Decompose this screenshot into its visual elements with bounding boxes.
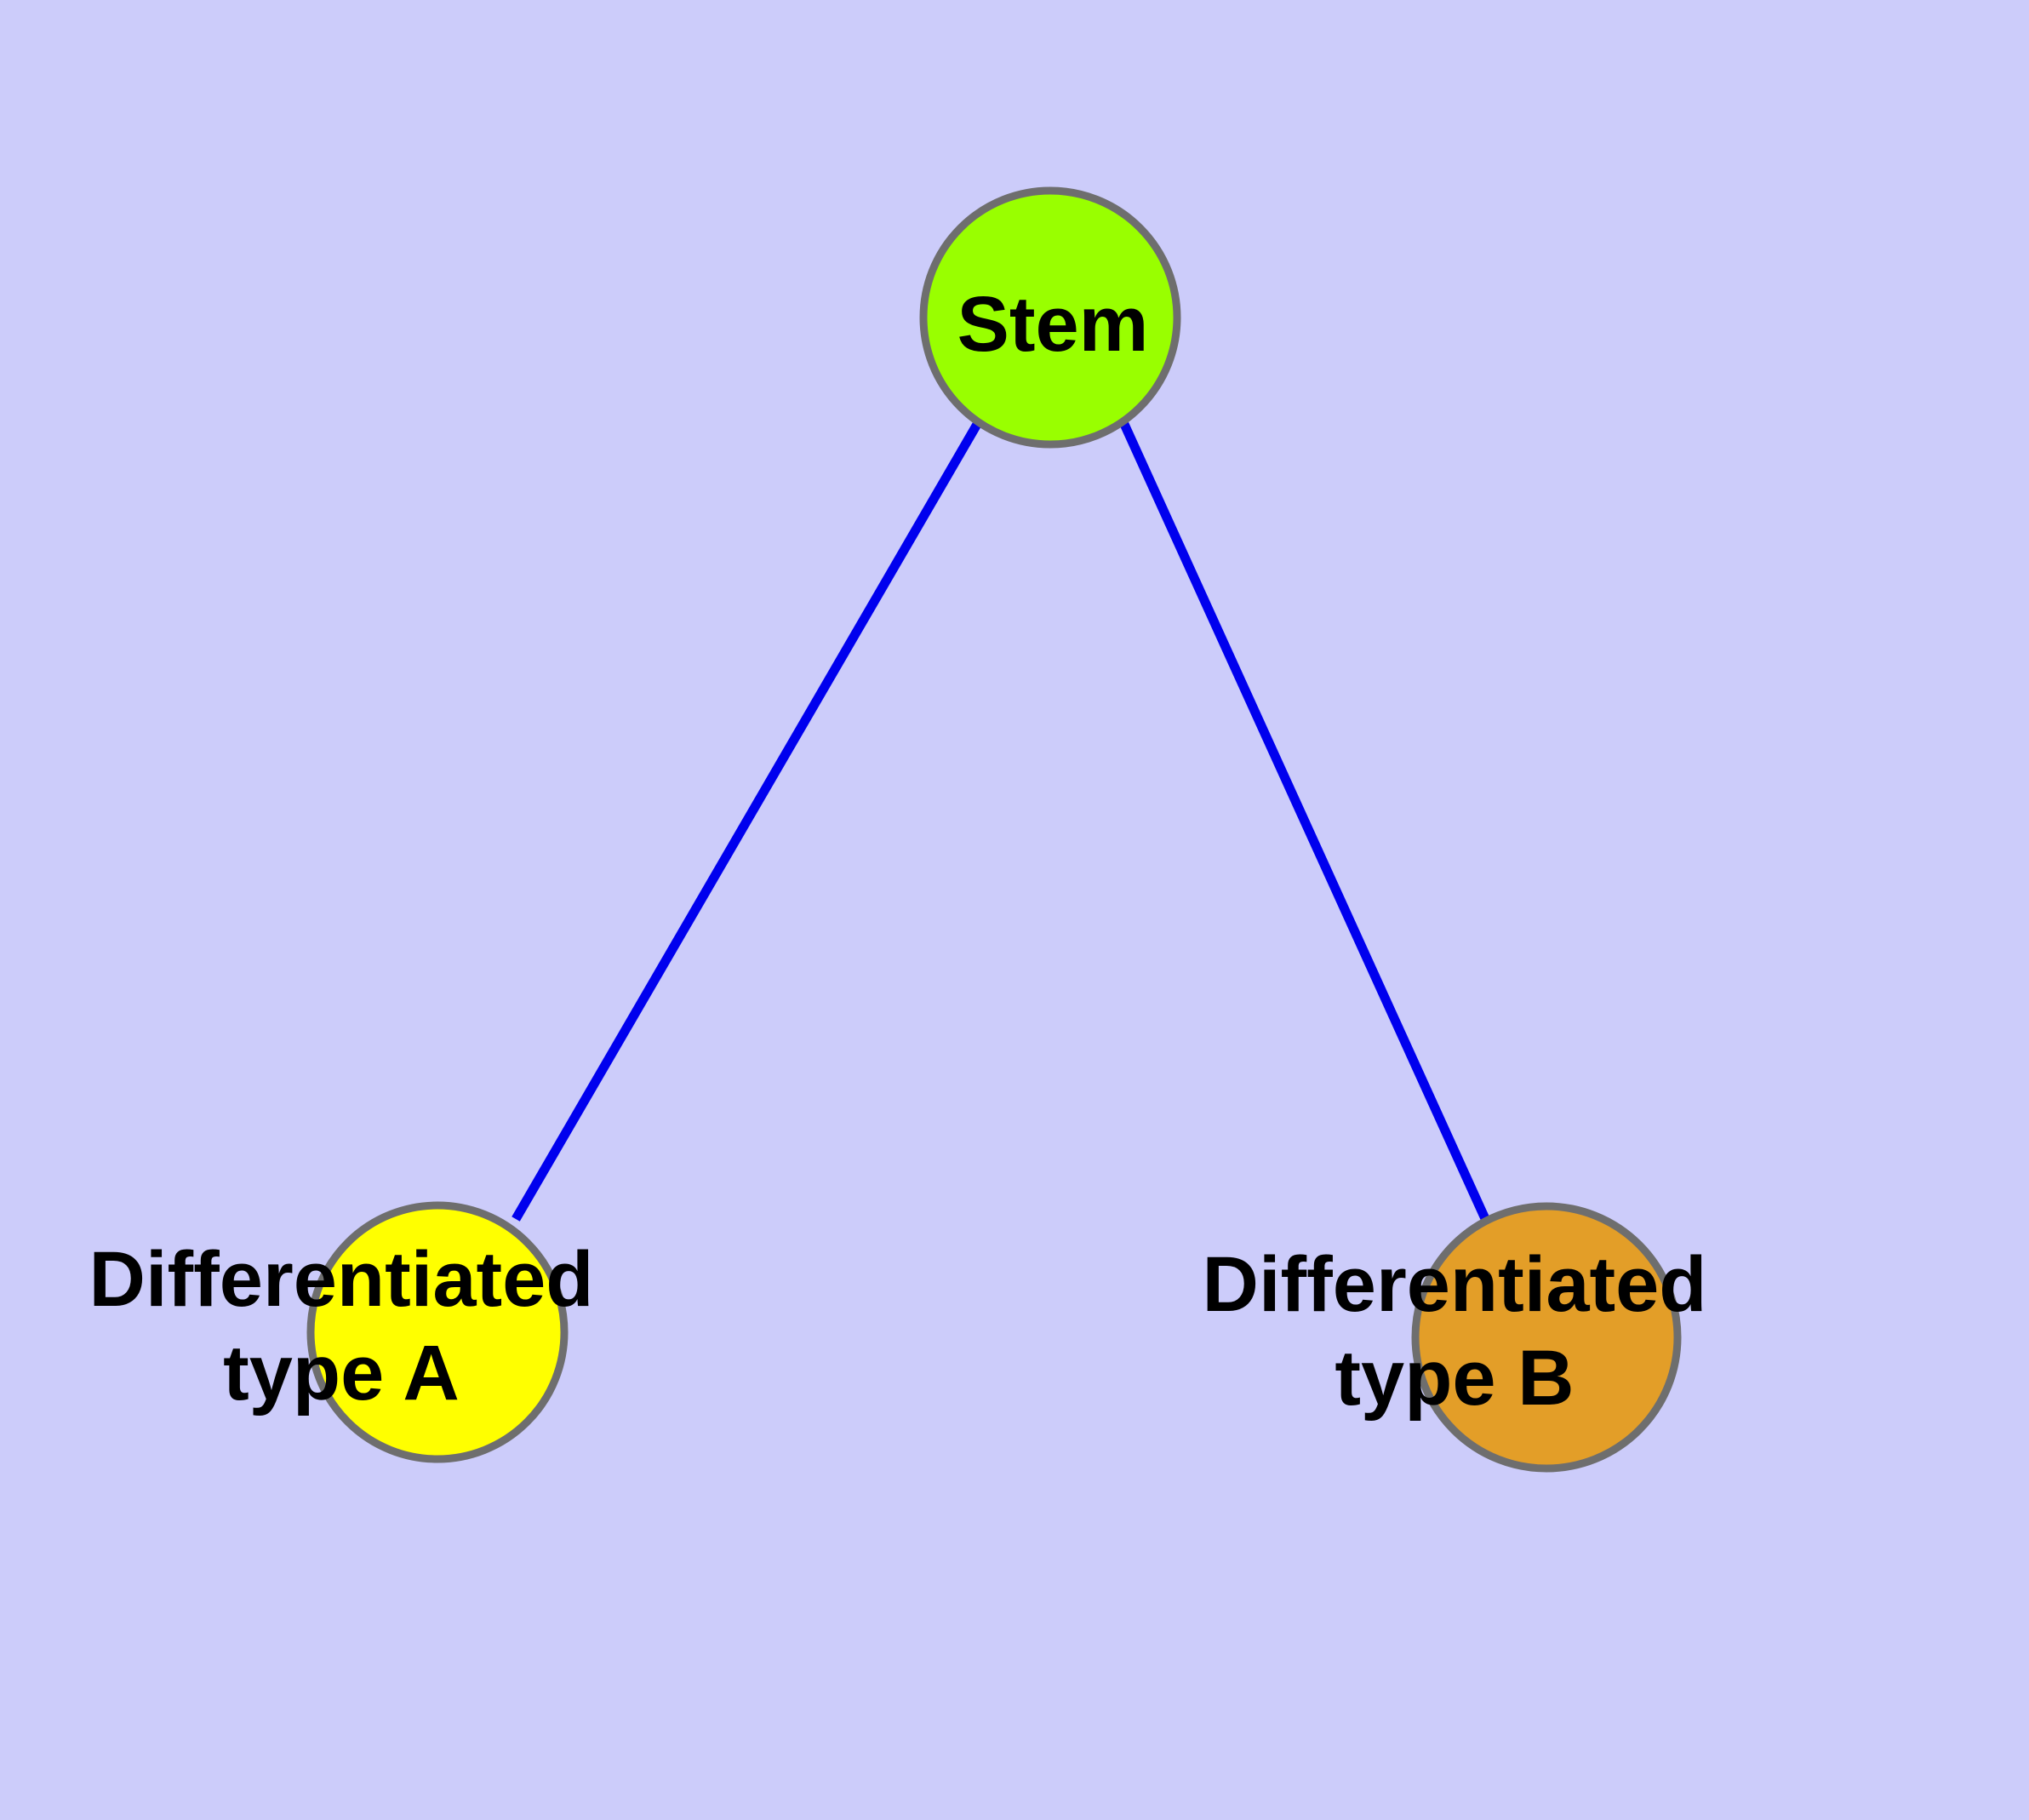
node-stem-circle[interactable] — [919, 186, 1181, 449]
node-differentiated-type-b-circle[interactable] — [1411, 1202, 1682, 1473]
node-stem-label: Stem — [957, 281, 1149, 368]
edge-stem-to-differentiated-type-b[interactable] — [1118, 420, 1492, 1225]
node-differentiated-type-a-circle[interactable] — [306, 1201, 569, 1463]
node-stem[interactable]: Stem — [919, 186, 1181, 449]
edge-stem-to-differentiated-type-a[interactable] — [512, 419, 983, 1222]
edges-layer — [512, 419, 1492, 1225]
